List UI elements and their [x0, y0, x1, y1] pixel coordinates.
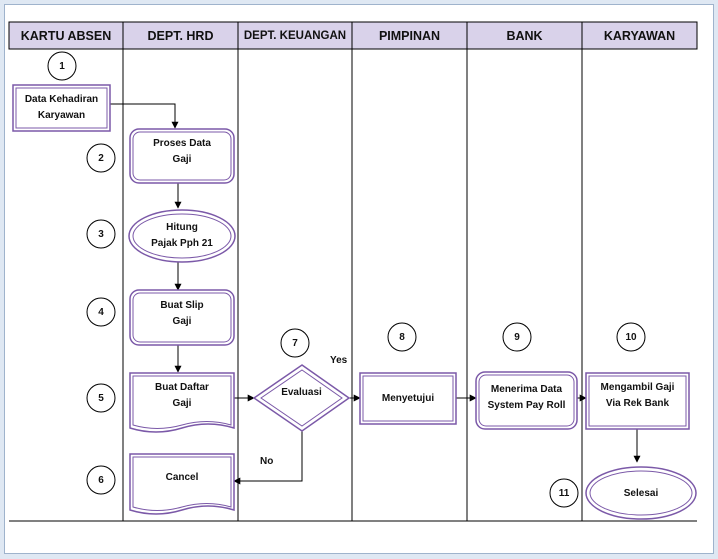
node-proses-data-gaji-shape	[129, 128, 235, 184]
node-selesai: Selesai	[623, 488, 659, 499]
lane-header-dept-hrd: DEPT. HRD	[147, 28, 214, 43]
lane-grid	[9, 21, 697, 522]
lane-header-kartu-absen: KARTU ABSEN	[20, 28, 112, 43]
step-number-10: 10	[625, 331, 637, 343]
lane-header-bank: BANK	[506, 28, 543, 43]
node-cancel-shape	[129, 453, 235, 515]
node-mengambil-gaji: Mengambil Gaji Via Rek Bank	[600, 382, 675, 409]
step-circle-10	[616, 322, 646, 352]
step-circle-2	[86, 143, 116, 173]
node-proses-data-gaji: Proses Data Gaji	[153, 138, 211, 165]
step-number-4: 4	[98, 306, 104, 318]
node-hitung-pph21: Hitung Pajak Pph 21	[151, 222, 213, 249]
node-data-kehadiran-shape	[12, 84, 111, 132]
step-circle-1	[47, 51, 77, 81]
lane-header-karyawan: KARYAWAN	[603, 28, 676, 43]
nodes	[12, 84, 697, 520]
node-mengambil-gaji-shape	[585, 372, 690, 430]
step-number-7: 7	[292, 337, 298, 349]
node-evaluasi-shape	[252, 364, 351, 432]
connectors	[110, 103, 641, 485]
edge-label-yes: Yes	[330, 355, 348, 366]
step-circle-5	[86, 383, 116, 413]
connector-evaluasi-no-to-cancel	[233, 430, 303, 485]
step-circle-4	[86, 297, 116, 327]
diagram-frame	[4, 4, 714, 554]
node-menerima-data-shape	[475, 371, 578, 430]
node-menyetujui-shape	[359, 372, 457, 425]
node-hitung-pph21-shape	[128, 209, 236, 263]
step-number-1: 1	[59, 60, 65, 72]
node-buat-daftar-gaji: Buat Daftar Gaji	[155, 382, 209, 409]
step-circle-6	[86, 465, 116, 495]
node-menyetujui: Menyetujui	[381, 393, 435, 404]
step-circle-9	[502, 322, 532, 352]
node-menerima-data: Menerima Data System Pay Roll	[487, 384, 566, 411]
connector-kehadiran-to-proses	[110, 103, 179, 129]
step-number-circles	[47, 51, 646, 508]
lane-header-dept-keuangan: DEPT. KEUANGAN	[243, 29, 347, 42]
step-number-9: 9	[514, 331, 520, 343]
step-number-8: 8	[399, 331, 405, 343]
lane-header-pimpinan: PIMPINAN	[378, 28, 441, 43]
step-circle-3	[86, 219, 116, 249]
step-circle-7	[280, 328, 310, 358]
edge-label-no: No	[260, 456, 274, 467]
step-circle-11	[549, 478, 579, 508]
step-number-11: 11	[558, 487, 570, 499]
node-data-kehadiran: Data Kehadiran Karyawan	[24, 94, 99, 121]
node-cancel: Cancel	[165, 472, 199, 483]
node-buat-daftar-gaji-shape	[129, 372, 235, 433]
step-circle-8	[387, 322, 417, 352]
node-buat-slip-gaji-shape	[129, 289, 235, 346]
node-selesai-shape	[585, 466, 697, 520]
step-number-5: 5	[98, 392, 104, 404]
node-evaluasi: Evaluasi	[281, 387, 322, 398]
node-buat-slip-gaji: Buat Slip Gaji	[160, 300, 204, 327]
step-number-3: 3	[98, 228, 104, 240]
step-number-6: 6	[98, 474, 104, 486]
step-number-2: 2	[98, 152, 104, 164]
